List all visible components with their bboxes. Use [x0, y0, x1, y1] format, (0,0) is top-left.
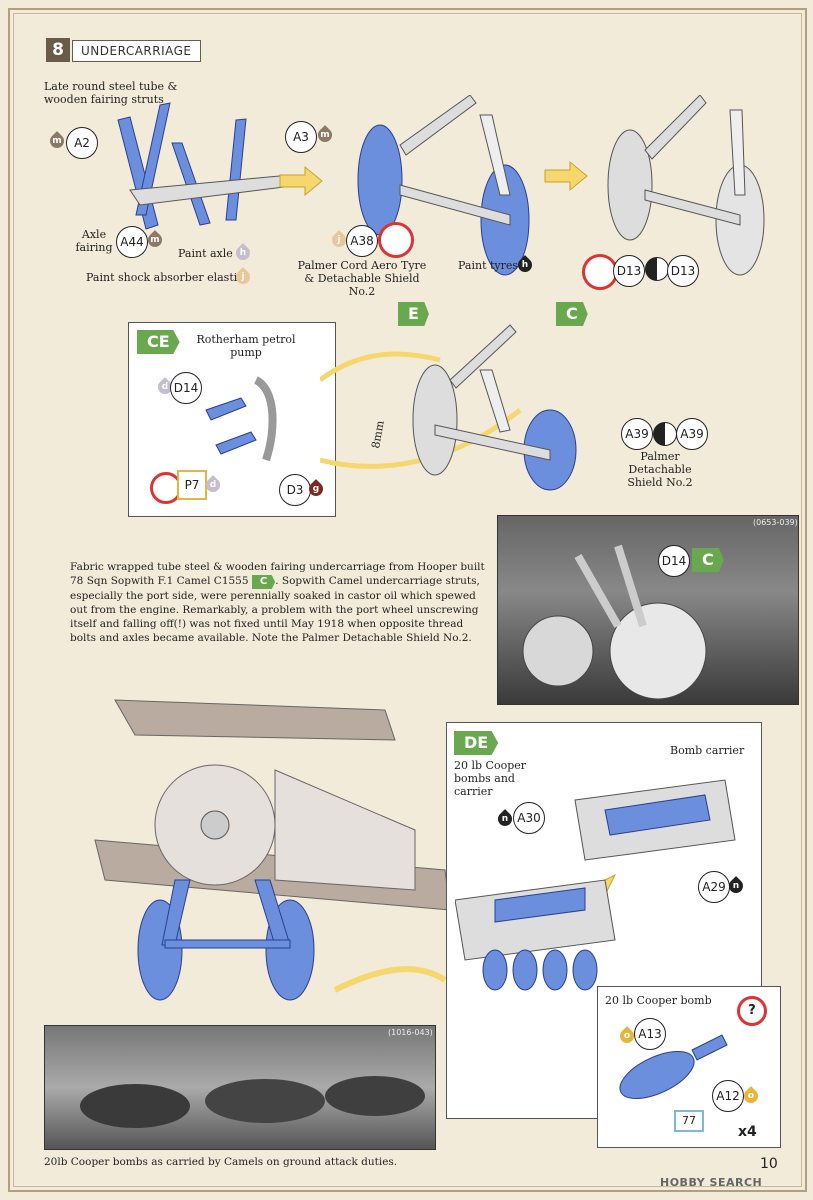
no-glue-icon [378, 222, 414, 258]
reference-photo [497, 515, 799, 705]
photo-ref: (1016-043) [388, 1028, 433, 1037]
bomb-title: 20 lb Cooper bomb [605, 994, 712, 1007]
palmer-cord-label: Palmer Cord Aero Tyre & Detachable Shiel… [297, 259, 427, 298]
shield-label: Palmer Detachable Shield No.2 [627, 450, 693, 489]
paint-drop-icon: o [741, 1086, 761, 1106]
paint-axle-label: Paint axle [178, 247, 233, 260]
mid-assembly-illustration [320, 324, 577, 491]
bombs-caption: 20lb Cooper bombs as carried by Camels o… [44, 1156, 398, 1168]
paint-drop-icon: d [203, 475, 223, 495]
part-callout: D14 [658, 545, 690, 577]
paint-drop-icon: m [145, 230, 165, 250]
variant-tag-e: E [398, 302, 429, 326]
aircraft-illustration [94, 699, 450, 1001]
top-assembly-illustration [117, 95, 765, 276]
page-frame [8, 8, 807, 1192]
page-number: 10 [760, 1156, 778, 1172]
photo-etch-part: P7 [177, 470, 207, 500]
part-callout: A29 [698, 871, 730, 903]
part-callout: A44 [116, 226, 148, 258]
part-callout: D13 [613, 255, 645, 287]
de-title: 20 lb Cooper bombs and carrier [454, 759, 527, 798]
no-glue-icon [150, 472, 182, 504]
part-callout: A3 [285, 121, 317, 153]
strut-note: Late round steel tube & wooden fairing s… [44, 80, 178, 106]
quantity-label: x4 [738, 1124, 757, 1140]
part-callout: D13 [667, 255, 699, 287]
part-callout: A12 [712, 1080, 744, 1112]
paint-drop-icon: h [233, 243, 253, 263]
fuel-pump-illustration [205, 376, 277, 462]
bombs-photo-silhouette [80, 1076, 425, 1128]
part-callout: A13 [634, 1018, 666, 1050]
paint-drop-icon: j [233, 267, 253, 287]
bomb-carrier-label: Bomb carrier [670, 744, 745, 757]
axle-fairing-label: Axle fairing [75, 228, 113, 254]
ce-title: Rotherham petrol pump [196, 333, 296, 359]
step-title: UNDERCARRIAGE [72, 40, 201, 62]
watermark: HOBBY SEARCH [660, 1176, 763, 1189]
cooper-bomb-illustration [619, 1034, 728, 1099]
variant-tag-ce: CE [137, 330, 180, 354]
decal-number: 77 [674, 1110, 704, 1132]
part-callout: D14 [170, 372, 202, 404]
step-number: 8 [46, 38, 70, 62]
photo-ref: (0653-039) [753, 518, 798, 527]
part-callout: A2 [66, 127, 98, 159]
part-callout: D3 [279, 474, 311, 506]
part-callout: A30 [513, 802, 545, 834]
variant-tag-c: C [251, 575, 276, 589]
variant-tag-c: C [556, 302, 588, 326]
help-icon[interactable]: ? [737, 996, 767, 1026]
variant-tag-de: DE [454, 731, 499, 755]
paint-drop-icon: h [515, 255, 535, 275]
mirror-pair-icon [645, 257, 669, 281]
paint-drop-icon: m [47, 131, 67, 151]
history-text: Fabric wrapped tube steel & wooden fairi… [70, 561, 485, 644]
part-callout: A39 [676, 418, 708, 450]
paint-drop-icon: m [315, 125, 335, 145]
paint-shock-label: Paint shock absorber elastic [86, 271, 244, 284]
paint-tyres-label: Paint tyres [458, 259, 519, 272]
part-callout: A38 [346, 225, 378, 257]
bombs-reference-photo [44, 1025, 436, 1150]
photo-silhouette [522, 544, 707, 700]
variant-tag-c: C [692, 548, 724, 572]
part-callout: A39 [621, 418, 653, 450]
mirror-pair-icon [653, 422, 677, 446]
bomb-carrier-illustration [455, 779, 736, 991]
